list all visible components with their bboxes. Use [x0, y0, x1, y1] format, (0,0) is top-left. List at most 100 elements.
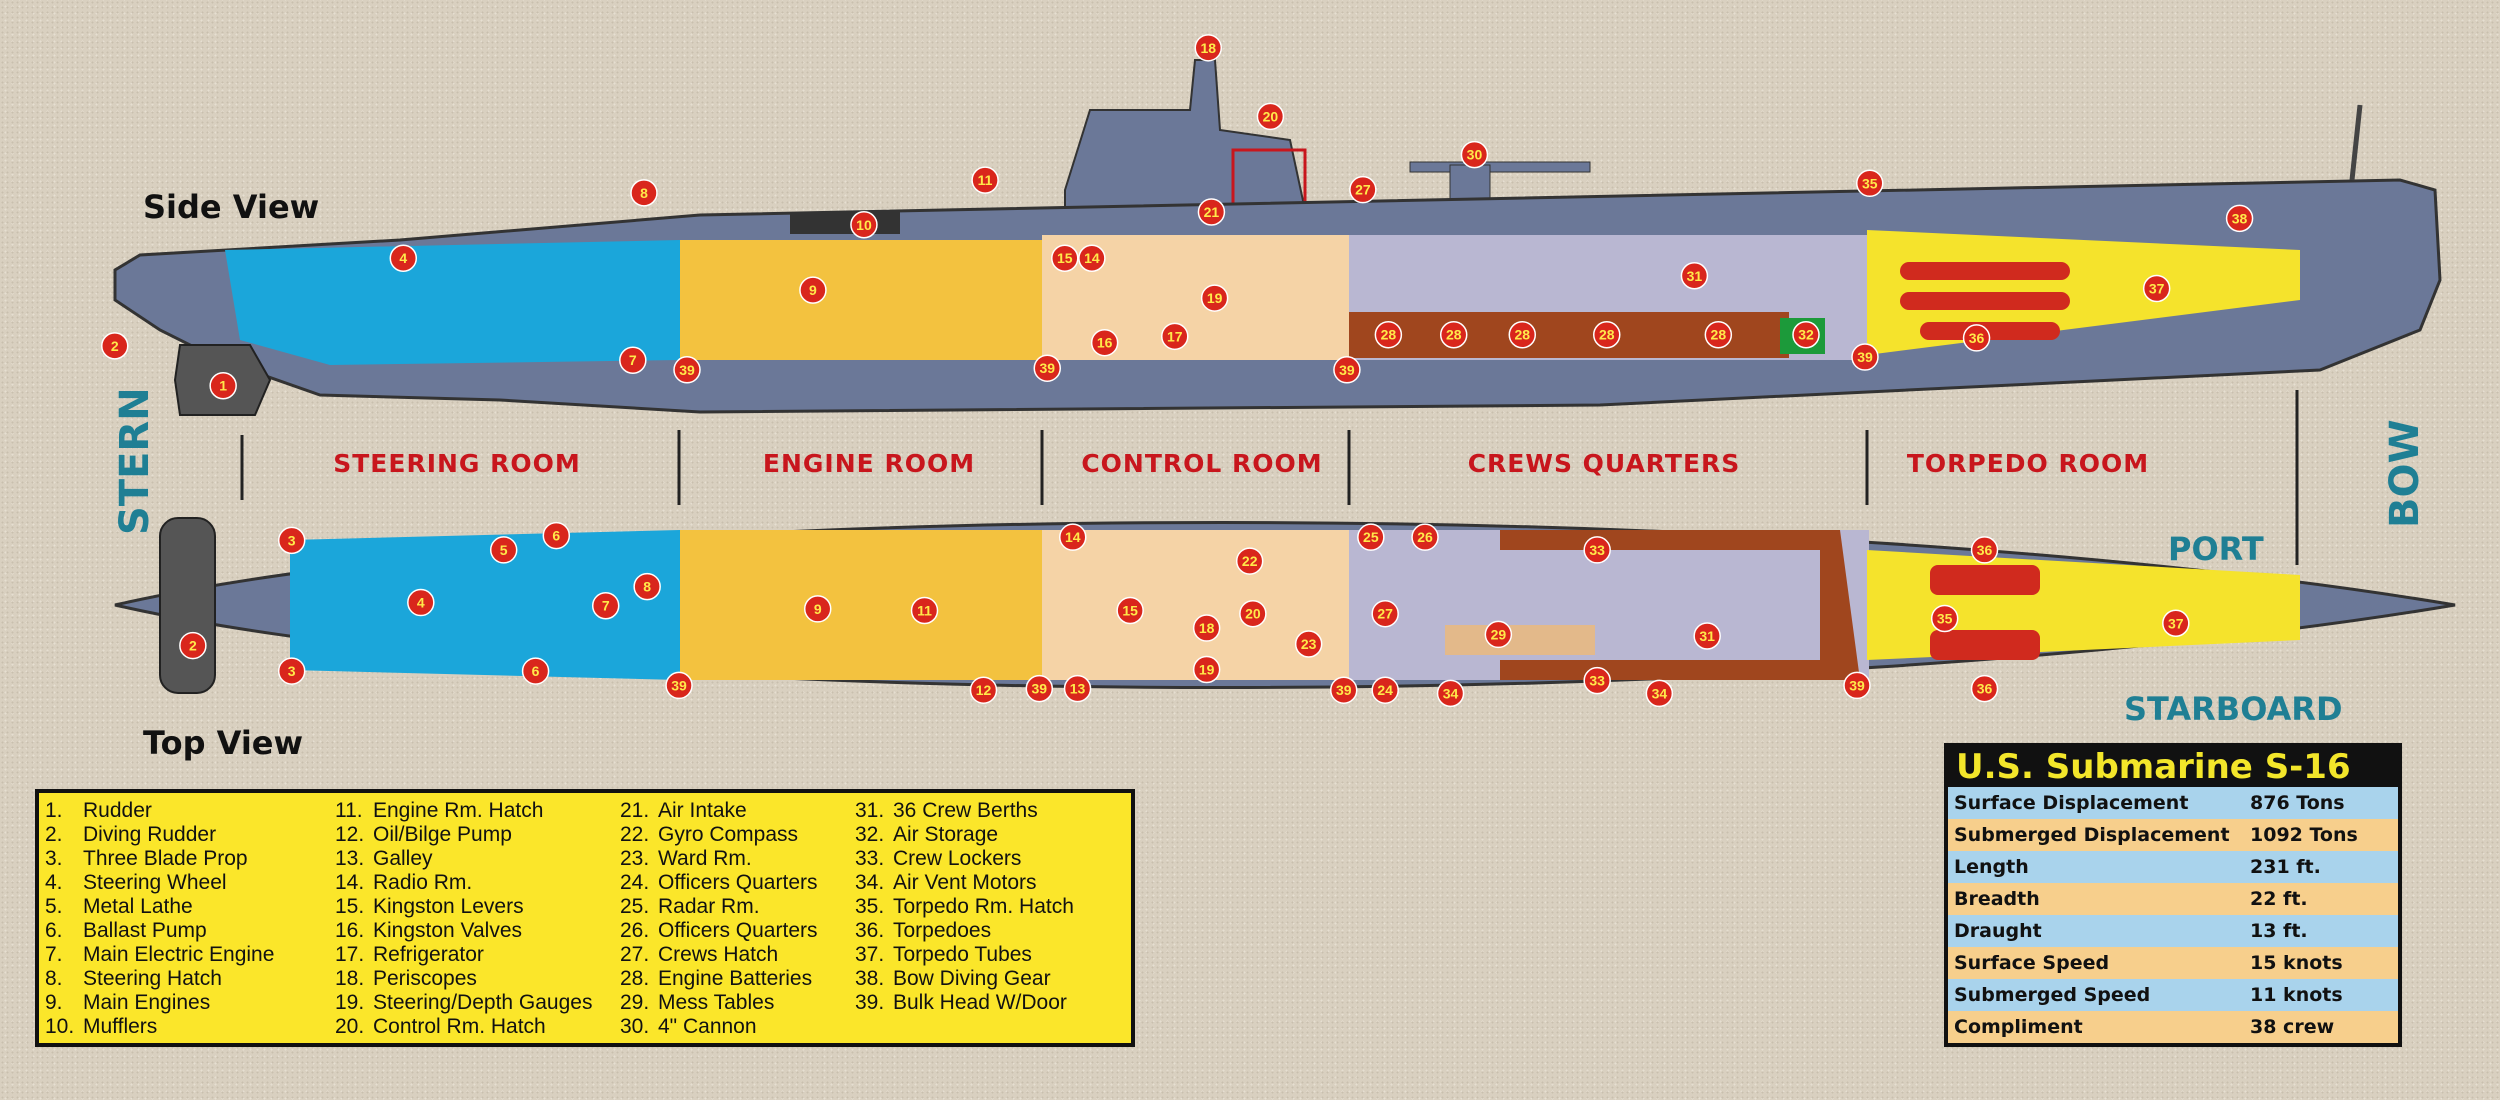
- legend-text: Ballast Pump: [83, 919, 207, 942]
- legend-number: 18.: [335, 967, 365, 990]
- legend-item: 21.Air Intake: [620, 799, 855, 823]
- marker-circle: [803, 595, 832, 623]
- marker-35: 35: [1930, 604, 1959, 633]
- marker-number: 18: [1199, 620, 1215, 636]
- specifications-table: U.S. Submarine S-16 Surface Displacement…: [1944, 743, 2402, 1047]
- port-label: PORT: [2168, 530, 2264, 568]
- legend-item: 17.Refrigerator: [335, 943, 620, 967]
- legend-text: Control Rm. Hatch: [373, 1015, 546, 1038]
- marker-circle: [1645, 679, 1674, 708]
- marker-2: 2: [101, 332, 129, 360]
- starboard-label: STARBOARD: [2124, 690, 2343, 728]
- legend-text: Gyro Compass: [658, 823, 799, 846]
- marker-number: 39: [679, 362, 695, 378]
- marker-31: 31: [1693, 622, 1721, 650]
- marker-circle: [1460, 140, 1489, 169]
- section-steering-room: STEERING ROOM: [333, 449, 581, 478]
- marker-number: 7: [629, 352, 637, 368]
- marker-12: 12: [969, 676, 998, 704]
- marker-number: 36: [1977, 542, 1993, 558]
- spec-title: U.S. Submarine S-16: [1956, 747, 2351, 787]
- marker-6: 6: [521, 657, 550, 685]
- marker-circle: [1063, 674, 1092, 703]
- marker-3: 3: [277, 657, 306, 685]
- marker-26: 26: [1411, 523, 1439, 551]
- marker-30: 30: [1460, 140, 1489, 169]
- marker-28: 28: [1704, 320, 1733, 349]
- legend-item: 16.Kingston Valves: [335, 919, 620, 943]
- marker-circle: [1693, 622, 1721, 650]
- legend-text: Steering Wheel: [83, 871, 227, 894]
- marker-number: 3: [288, 663, 296, 679]
- marker-28: 28: [1439, 320, 1468, 349]
- legend-number: 2.: [45, 823, 63, 846]
- marker-number: 39: [1857, 349, 1873, 365]
- legend-number: 24.: [620, 871, 650, 894]
- legend-number: 23.: [620, 847, 650, 870]
- marker-circle: [1090, 328, 1119, 357]
- legend-item: 7.Main Electric Engine: [45, 943, 335, 967]
- legend-text: Kingston Levers: [373, 895, 524, 918]
- marker-circle: [1436, 679, 1465, 708]
- legend-item: 20.Control Rm. Hatch: [335, 1015, 620, 1039]
- marker-circle: [1333, 356, 1361, 384]
- section-dividers: [240, 390, 2299, 565]
- marker-circle: [1192, 614, 1221, 642]
- legend-item: 18.Periscopes: [335, 967, 620, 991]
- marker-circle: [1116, 596, 1144, 625]
- marker-number: 31: [1687, 268, 1703, 284]
- legend-text: Torpedo Tubes: [893, 943, 1032, 966]
- marker-20: 20: [1256, 102, 1285, 131]
- marker-circle: [1593, 320, 1621, 349]
- spec-value: 1092 Tons: [2250, 824, 2358, 846]
- marker-circle: [1235, 547, 1264, 575]
- marker-4: 4: [407, 588, 435, 617]
- legend-number: 31.: [855, 799, 885, 822]
- legend-item: 12.Oil/Bilge Pump: [335, 823, 620, 847]
- legend-number: 25.: [620, 895, 650, 918]
- legend-item: 9.Main Engines: [45, 991, 335, 1015]
- legend-item: 23. Ward Rm.: [620, 847, 855, 871]
- marker-23: 23: [1294, 630, 1323, 658]
- legend-item: 4.Steering Wheel: [45, 871, 335, 895]
- top-view-label: Top View: [143, 724, 304, 762]
- marker-number: 22: [1242, 553, 1258, 569]
- legend-item: 8.Steering Hatch: [45, 967, 335, 991]
- legend-number: 3.: [45, 847, 63, 870]
- legend-text: Steering Hatch: [83, 967, 222, 990]
- marker-9: 9: [799, 276, 827, 304]
- marker-18: 18: [1192, 614, 1221, 642]
- legend-text: Ward Rm.: [658, 847, 752, 870]
- legend-text: Mufflers: [83, 1015, 158, 1038]
- marker-28: 28: [1374, 320, 1403, 349]
- legend-item: 19.Steering/Depth Gauges: [335, 991, 620, 1015]
- marker-number: 15: [1057, 250, 1073, 266]
- marker-15: 15: [1051, 244, 1079, 272]
- marker-8: 8: [633, 572, 661, 601]
- marker-number: 27: [1355, 182, 1371, 198]
- legend-item: 11.Engine Rm. Hatch: [335, 799, 620, 823]
- marker-number: 33: [1589, 673, 1605, 689]
- marker-number: 8: [643, 579, 651, 595]
- legend-text: Radar Rm.: [658, 895, 760, 918]
- marker-10: 10: [850, 211, 878, 239]
- marker-circle: [1930, 604, 1959, 633]
- marker-36: 36: [1962, 324, 1991, 352]
- marker-circle: [1349, 175, 1377, 204]
- legend-number: 38.: [855, 967, 885, 990]
- marker-number: 39: [1031, 681, 1047, 697]
- marker-number: 4: [399, 250, 407, 266]
- legend-number: 35.: [855, 895, 885, 918]
- legend-number: 17.: [335, 943, 365, 966]
- legend-item: 6.Ballast Pump: [45, 919, 335, 943]
- marker-number: 16: [1097, 335, 1113, 351]
- marker-20: 20: [1239, 599, 1267, 628]
- marker-circle: [489, 536, 518, 564]
- marker-circle: [1856, 169, 1884, 198]
- marker-circle: [619, 346, 647, 374]
- legend-number: 10.: [45, 1015, 75, 1038]
- legend-text: Bulk Head W/Door: [893, 991, 1067, 1014]
- section-control-room: CONTROL ROOM: [1081, 449, 1323, 478]
